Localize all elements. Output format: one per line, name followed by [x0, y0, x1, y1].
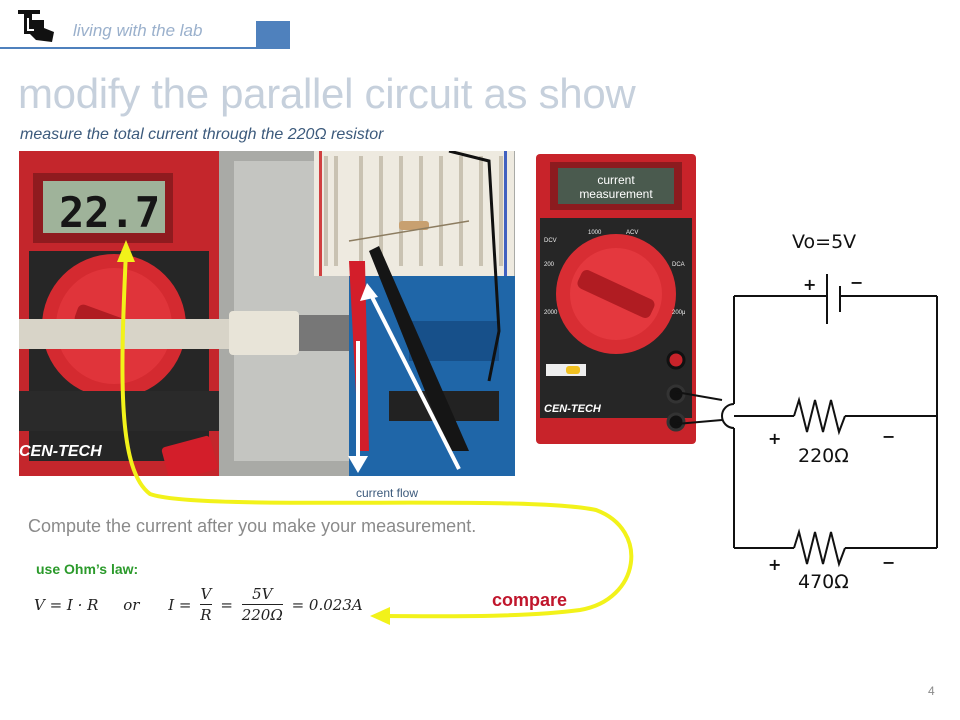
- formula-eq1: =: [220, 595, 233, 614]
- ohms-law-formula: V = I · R or I = V R = 5V 220Ω = 0.023A: [34, 584, 363, 625]
- svg-text:200: 200: [544, 262, 555, 268]
- source-voltage-label: Vo=5V: [792, 231, 856, 253]
- meter-reading: 22.7: [59, 188, 160, 237]
- meter-display-line1: current: [597, 173, 635, 187]
- svg-text:200μ: 200μ: [672, 310, 686, 316]
- formula-num: 5V: [252, 585, 273, 603]
- header-tagline: living with the lab: [73, 21, 203, 40]
- formula-or: or: [123, 595, 140, 614]
- circuit-measurement-photo: 22.7 CEN-TECH: [19, 151, 515, 476]
- header-accent-block: [256, 21, 290, 49]
- slide-subtitle: measure the total current through the 22…: [20, 126, 384, 143]
- formula-v: V: [200, 585, 212, 603]
- slide-title: modify the parallel circuit as show: [18, 70, 636, 117]
- compare-arrowhead-end: [370, 607, 390, 625]
- university-logo: [18, 10, 54, 42]
- svg-text:DCV: DCV: [544, 238, 557, 244]
- meter-display-line2: measurement: [579, 187, 653, 201]
- parallel-circuit-schematic: Vo=5V + − + − 220Ω + − 470Ω: [721, 231, 938, 593]
- svg-text:ACV: ACV: [626, 230, 638, 236]
- compare-label: compare: [492, 590, 568, 610]
- source-plus-label: +: [803, 275, 816, 294]
- r1-value-label: 220Ω: [798, 445, 849, 467]
- current-flow-caption: current flow: [356, 486, 419, 500]
- ohms-law-label: use Ohm’s law:: [36, 561, 139, 577]
- formula-i-eq: I =: [168, 595, 192, 614]
- r2-value-label: 470Ω: [798, 571, 849, 593]
- multimeter-illustration: current measurement DCV 1000 ACV 200 DCA 20…: [536, 154, 696, 444]
- r2-minus-label: −: [882, 553, 895, 572]
- formula-5v-over-220: 5V 220Ω: [241, 584, 283, 625]
- r2-plus-label: +: [768, 555, 781, 574]
- r1-minus-label: −: [882, 427, 895, 446]
- source-minus-label: −: [850, 273, 863, 292]
- header-rule: [0, 47, 290, 49]
- svg-text:DCA: DCA: [672, 262, 685, 268]
- formula-v-over-r: V R: [200, 584, 212, 625]
- svg-text:CEN-TECH: CEN-TECH: [19, 443, 102, 460]
- svg-text:1000: 1000: [588, 230, 602, 236]
- formula-den: 220Ω: [241, 604, 283, 624]
- formula-result: = 0.023A: [291, 595, 363, 614]
- r1-plus-label: +: [768, 429, 781, 448]
- page-number: 4: [928, 684, 935, 698]
- formula-r: R: [200, 604, 212, 624]
- compute-instruction: Compute the current after you make your …: [28, 516, 477, 536]
- svg-text:2000: 2000: [544, 310, 558, 316]
- formula-lhs: V = I · R: [34, 595, 99, 614]
- meter-brand-label: CEN-TECH: [544, 403, 602, 415]
